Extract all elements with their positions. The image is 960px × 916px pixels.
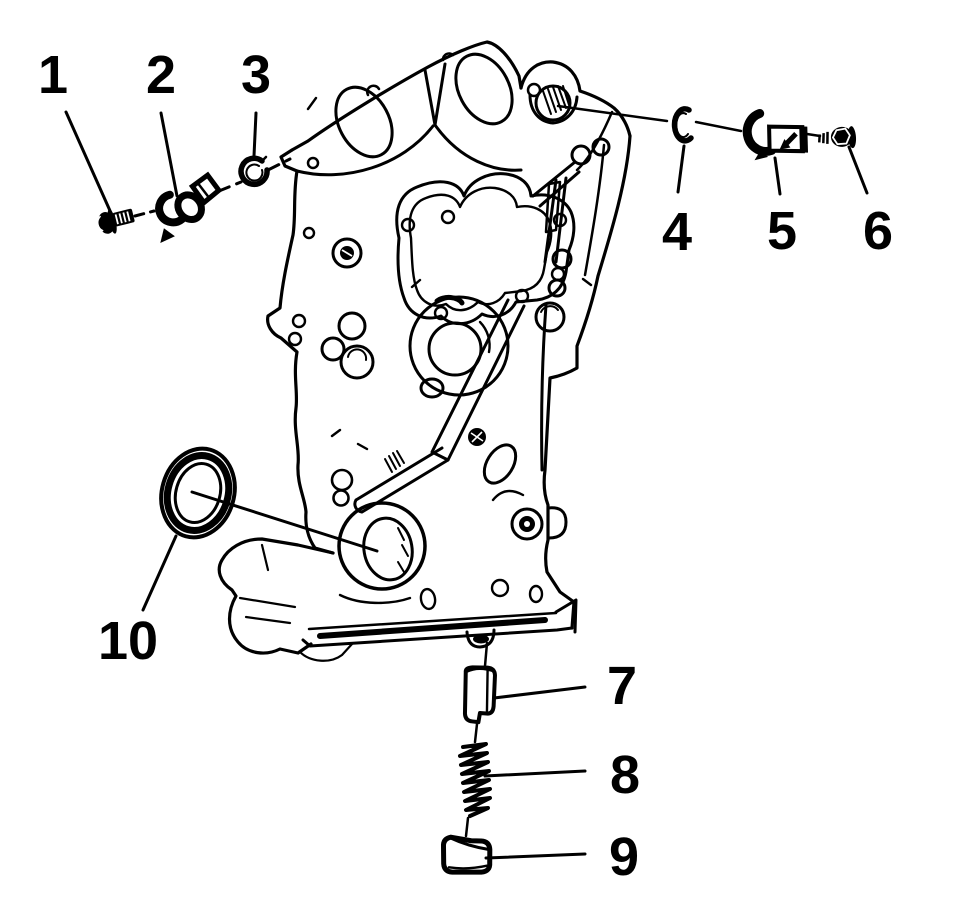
tensioner-spring-part-8 bbox=[458, 742, 492, 818]
o-ring-part-3 bbox=[238, 155, 270, 188]
callout-label-7: 7 bbox=[607, 656, 637, 716]
callout-label-5: 5 bbox=[767, 201, 797, 261]
leader-3 bbox=[252, 111, 258, 158]
position-sensor-part-2 bbox=[155, 171, 223, 244]
sensor-boss bbox=[526, 82, 579, 125]
front-oil-seal-icon bbox=[159, 446, 237, 540]
flange-bolt-part-1 bbox=[97, 208, 135, 234]
sealing-washer-part-4 bbox=[671, 106, 694, 144]
callout-label-10: 10 bbox=[98, 611, 158, 671]
right-frame bbox=[531, 137, 611, 472]
hash-marks bbox=[306, 96, 593, 451]
tensioner-cap-part-9 bbox=[440, 834, 493, 875]
lower-right-boss bbox=[491, 489, 568, 541]
chain-guide bbox=[353, 298, 526, 514]
leader-10 bbox=[141, 534, 178, 612]
front-cover bbox=[217, 40, 632, 662]
callout-label-1: 1 bbox=[38, 45, 68, 105]
callout-label-6: 6 bbox=[863, 201, 893, 261]
leader-7 bbox=[492, 685, 587, 700]
callout-label-2: 2 bbox=[146, 45, 176, 105]
leader-9 bbox=[484, 852, 587, 860]
cam-opening-left bbox=[334, 85, 394, 159]
assembly-axis-lines bbox=[133, 104, 822, 838]
leader-10-to-bore bbox=[190, 490, 379, 553]
leader-6 bbox=[847, 145, 869, 195]
water-pump-gasket bbox=[395, 172, 576, 326]
crankshaft-bore bbox=[330, 468, 544, 611]
callout-label-8: 8 bbox=[610, 745, 640, 805]
leader-1 bbox=[64, 110, 113, 215]
callout-label-3: 3 bbox=[241, 45, 271, 105]
left-face-bosses bbox=[287, 226, 445, 399]
callout-label-4: 4 bbox=[662, 202, 692, 262]
threaded-stub bbox=[384, 450, 405, 473]
cam-opening-right bbox=[454, 52, 514, 126]
tensioner-plunger-part-7 bbox=[462, 665, 497, 725]
leader-lines bbox=[64, 110, 869, 860]
position-sensor-part-5 bbox=[742, 108, 809, 161]
leader-2 bbox=[159, 111, 179, 198]
leader-4 bbox=[676, 144, 686, 194]
flange-bolt-part-6 bbox=[818, 126, 857, 149]
leader-5 bbox=[773, 156, 782, 196]
leader-8 bbox=[483, 769, 587, 778]
callout-label-9: 9 bbox=[609, 827, 639, 887]
